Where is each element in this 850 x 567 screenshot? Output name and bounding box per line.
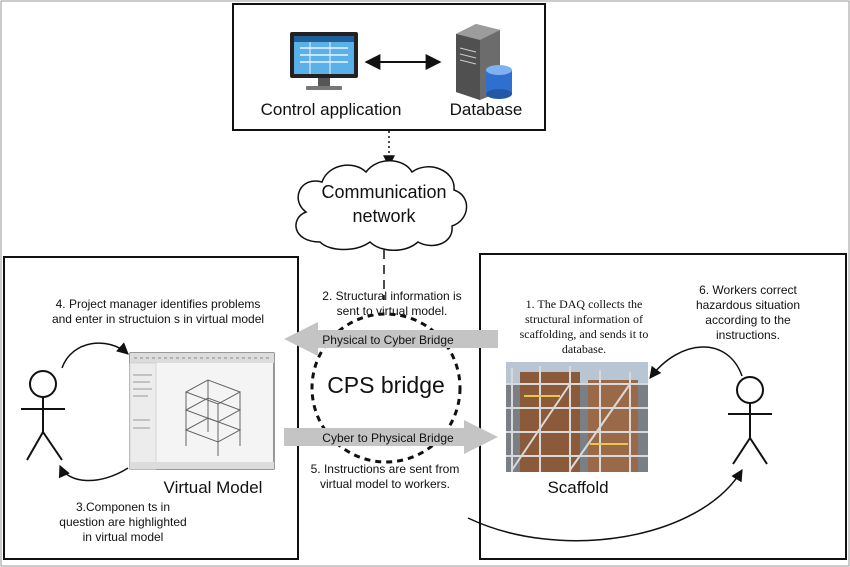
step5-line1: 5. Instructions are sent from: [310, 462, 460, 476]
step6-line3: according to the: [705, 313, 791, 327]
step2-line2: sent to virtual model.: [336, 304, 448, 318]
step2-line1: 2. Structural information is: [322, 289, 462, 303]
worker-to-scaffold-arrow: [649, 346, 743, 379]
step6-text: 6. Workers correct hazardous situation a…: [678, 283, 818, 343]
scaffold-title: Scaffold: [547, 478, 609, 497]
cps-bridge-label: CPS bridge: [327, 372, 445, 398]
network-cloud: [295, 160, 468, 251]
instructions-to-worker-arrow: [467, 468, 743, 542]
worker-figure: [728, 376, 772, 465]
scaffold-photo: [506, 362, 648, 472]
step3-line1: 3.Componen ts in: [75, 500, 171, 514]
step1-line4: database.: [561, 342, 607, 356]
step5-line2: virtual model to workers.: [319, 477, 451, 491]
right-panel-box: [479, 253, 847, 560]
step1-line3: scaffolding, and sends it to: [519, 327, 649, 341]
pm-to-model-arrow: [61, 342, 129, 369]
step2-text: 2. Structural information is sent to vir…: [312, 289, 472, 319]
step1-line2: structural information of: [525, 312, 643, 326]
step4-line2: and enter in structuion s in virtual mod…: [51, 312, 265, 326]
database-icon: [456, 24, 512, 100]
step1-line1: 1. The DAQ collects the: [525, 297, 643, 311]
step3-text: 3.Componen ts in question are highlighte…: [40, 500, 206, 545]
physical-to-cyber-arrow: [284, 322, 498, 356]
left-panel-box: [3, 256, 299, 560]
monitor-icon: [290, 32, 358, 90]
model-to-pm-arrow: [58, 464, 129, 482]
project-manager-figure: [21, 370, 65, 461]
network-label-line1: Communication: [321, 182, 447, 202]
step6-line4: instructions.: [715, 328, 781, 342]
virtual-model-screenshot: [129, 352, 275, 470]
cyber-to-physical-arrow: [284, 420, 498, 454]
cps-bridge-circle: [310, 312, 462, 464]
step4-line1: 4. Project manager identifies problems: [55, 297, 261, 311]
step6-line2: hazardous situation: [695, 298, 801, 312]
step3-line2: question are highlighted: [59, 515, 187, 529]
physical-to-cyber-label: Physical to Cyber Bridge: [322, 333, 454, 347]
database-label: Database: [449, 100, 523, 119]
cyber-to-physical-label: Cyber to Physical Bridge: [322, 431, 454, 445]
step5-text: 5. Instructions are sent from virtual mo…: [296, 462, 474, 492]
step3-line3: in virtual model: [82, 530, 164, 544]
network-label-line2: network: [352, 206, 416, 226]
virtual-model-title: Virtual Model: [163, 478, 263, 497]
control-application-label: Control application: [260, 100, 402, 119]
top-box: [232, 3, 546, 131]
step1-text: 1. The DAQ collects the structural infor…: [500, 297, 668, 357]
step4-text: 4. Project manager identifies problems a…: [40, 297, 276, 327]
step6-line1: 6. Workers correct: [699, 283, 797, 297]
